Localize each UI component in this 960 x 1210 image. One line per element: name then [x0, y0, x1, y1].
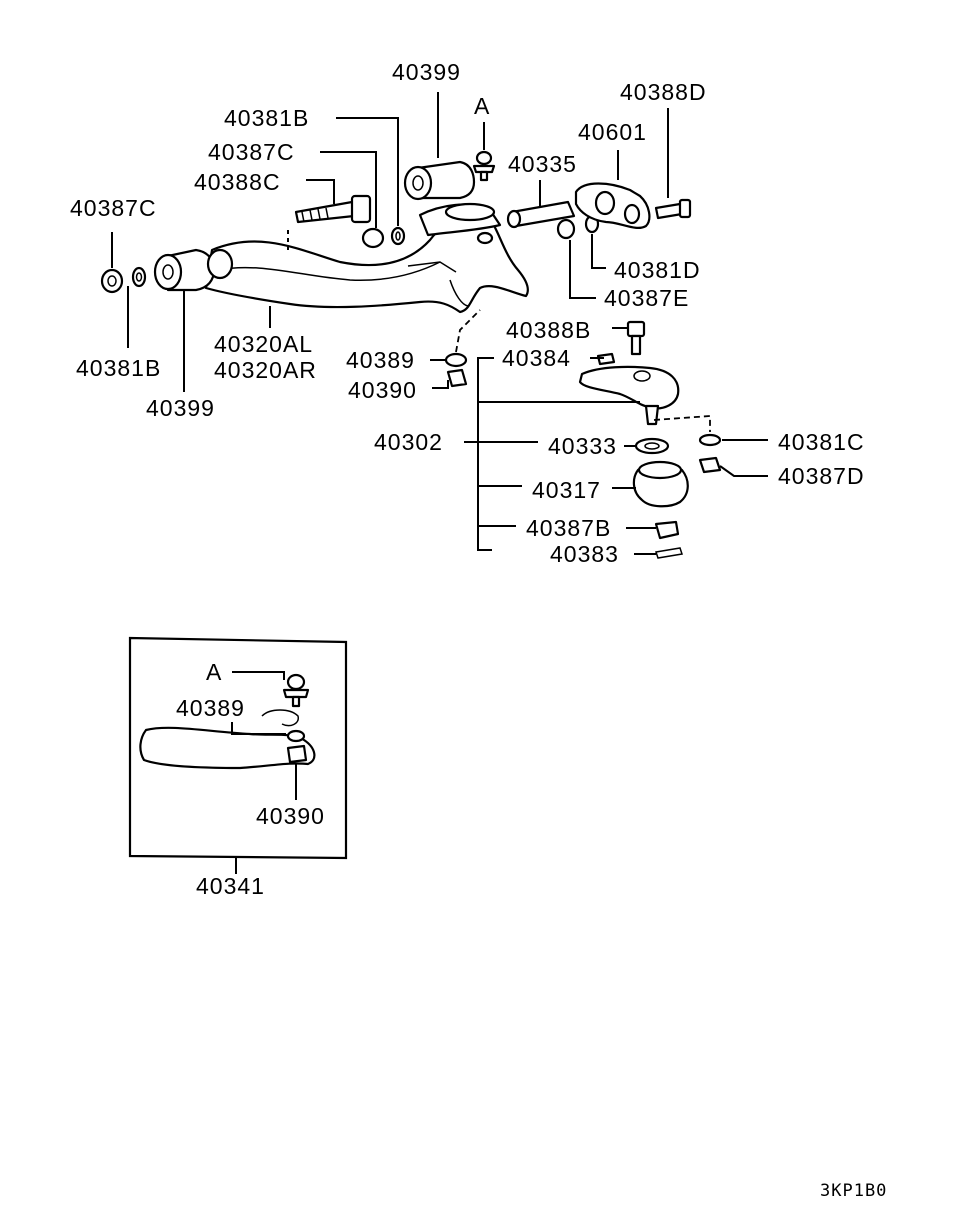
label-a-top: A: [474, 93, 490, 119]
label-40387E: 40387E: [604, 285, 689, 311]
label-40381B-top: 40381B: [224, 105, 309, 131]
label-40388B: 40388B: [506, 317, 591, 343]
label-40320AL: 40320AL: [214, 331, 313, 357]
diagram-code: 3KP1B0: [820, 1181, 887, 1201]
label-40381C: 40381C: [778, 429, 865, 455]
inset-detail: [128, 636, 348, 874]
label-40387B: 40387B: [526, 515, 611, 541]
pin-and-bracket-drawing: [506, 182, 692, 240]
inset-label-40390: 40390: [256, 803, 325, 829]
label-40389: 40389: [346, 347, 415, 373]
left-bushing-drawing: [100, 248, 234, 294]
leader-lines: [111, 92, 768, 555]
label-40317: 40317: [532, 477, 601, 503]
part-labels: 40399 A 40388D 40381B 40601 40387C 40335…: [70, 59, 887, 1201]
nut-washer-drawing: [444, 309, 481, 388]
top-bushing-drawing: [403, 160, 476, 201]
grease-fitting-drawing: [472, 150, 496, 182]
label-40341: 40341: [196, 873, 265, 899]
ball-joint-drawing: [578, 320, 722, 559]
label-40399-bottom: 40399: [146, 395, 215, 421]
label-40384: 40384: [502, 345, 571, 371]
label-40383: 40383: [550, 541, 619, 567]
label-40387C-left: 40387C: [70, 195, 157, 221]
label-40333: 40333: [548, 433, 617, 459]
bolt-40388C-drawing: [294, 194, 406, 249]
label-40335: 40335: [508, 151, 577, 177]
label-40302: 40302: [374, 429, 443, 455]
label-40388C: 40388C: [194, 169, 281, 195]
label-40601: 40601: [578, 119, 647, 145]
label-40320AR: 40320AR: [214, 357, 317, 383]
label-40387C-top: 40387C: [208, 139, 295, 165]
label-40381B-left: 40381B: [76, 355, 161, 381]
inset-box: [128, 636, 348, 860]
label-40399-top: 40399: [392, 59, 461, 85]
inset-label-40389: 40389: [176, 695, 245, 721]
upper-control-arm-drawing: [204, 202, 529, 314]
label-40388D: 40388D: [620, 79, 707, 105]
label-40381D: 40381D: [614, 257, 701, 283]
inset-label-a: A: [206, 659, 222, 685]
label-40390: 40390: [348, 377, 417, 403]
label-40387D: 40387D: [778, 463, 865, 489]
